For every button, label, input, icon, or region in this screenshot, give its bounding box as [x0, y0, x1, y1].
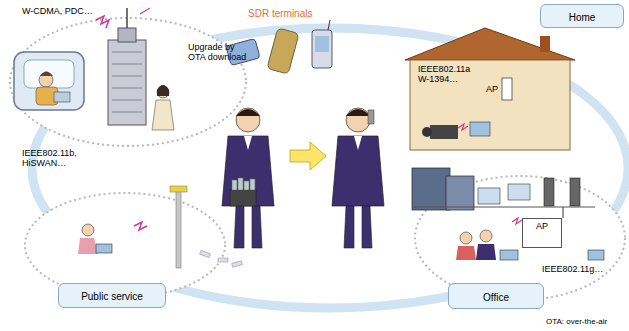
standard-label: Upgrade by OTA download	[188, 42, 250, 63]
footnote: OTA: over-the-air	[546, 317, 626, 326]
box-label: AP	[536, 219, 548, 231]
access-point-box: AP	[522, 218, 562, 248]
standard-label: IEEE802.11g…	[542, 264, 622, 274]
place-box: Public service	[58, 283, 166, 308]
place-box: Office	[448, 283, 544, 309]
box-label: Public service	[81, 289, 143, 302]
standard-label: IEEE802.11b, HiSWAN…	[22, 148, 102, 169]
standard-label: IEEE802.11a W-1394…	[418, 64, 478, 85]
standard-label: W-CDMA, PDC…	[22, 6, 102, 16]
place-box: Home	[540, 4, 624, 28]
terminal-label: SDR terminals	[248, 8, 338, 20]
box-label: Home	[569, 10, 596, 23]
standard-label: AP	[486, 84, 502, 94]
box-label: Office	[483, 290, 509, 303]
